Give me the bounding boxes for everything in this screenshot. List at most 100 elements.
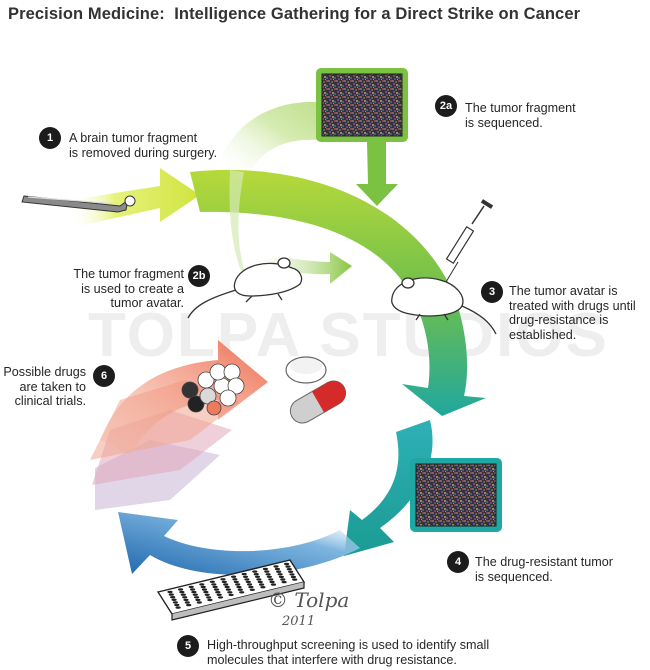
page-title: Precision Medicine: Intelligence Gatheri… [8,5,581,23]
microplate-well [227,591,233,594]
microplate-well [252,570,258,573]
step-4-line: is sequenced. [475,569,553,584]
microplate-well [265,573,271,576]
mouse-3-icon [391,277,497,335]
step-6-line: are taken to [19,379,86,394]
microplate-well [257,580,263,584]
arrow-to-2a [218,101,318,172]
microplate-well [179,590,185,594]
badge-step-2a: 2a [435,95,457,117]
step-1-line: A brain tumor fragment [69,131,198,145]
microplate-well [212,585,218,589]
microplate-well [228,593,234,597]
microplate-well [196,601,202,604]
badge-step-6: 6 [93,365,115,387]
microplate-well [281,580,287,584]
microplate-well [274,567,280,571]
microplate-well [236,585,242,589]
microplate-well [172,601,178,604]
microplate-well [167,590,173,594]
step-6-text: Possible drugs are taken to clinical tri… [0,365,86,409]
tablet-icon [285,356,327,384]
microplate-well [264,570,270,573]
badge-step-2b: 2b [188,265,210,287]
microplate-well [262,567,268,571]
forceps-icon [21,195,136,213]
microplate-well [256,578,262,581]
step-1-text: A brain tumor fragment is removed during… [69,131,217,160]
syringe-icon [445,199,494,283]
microplate-well [183,598,189,602]
microplate-well [184,601,190,604]
microplate-well [175,606,181,609]
step-3-line: treated with drugs until [509,298,636,313]
microplate-well [244,578,250,581]
microplate-well [220,578,226,581]
microplate-well [237,588,243,591]
microplate-well [178,588,184,591]
microplate-well [248,585,254,589]
microplate-well [273,565,279,568]
artist-signature: © Tolpa [268,588,350,612]
microplate-well [192,593,198,596]
microplate-well [199,583,205,586]
step-2b-line: The tumor fragment [73,267,184,281]
microplate-well [232,578,238,581]
step-3-line: drug-resistance is [509,313,609,327]
microplate-well [286,568,292,571]
step-3-line: The tumor avatar is [509,284,618,298]
microplate-well [215,591,221,594]
microplate-well [292,578,298,581]
badge-step-4: 4 [447,551,469,573]
microplate-well [194,596,200,599]
microplate-well [288,570,294,573]
microplate-well [170,596,176,599]
signature-year: 2011 [282,614,316,629]
microplate-well [270,583,277,586]
step-2b-line: tumor avatar. [110,296,185,310]
microplate-well [211,583,217,586]
microplate-well [276,570,282,573]
microplate-well [225,588,231,591]
microplate-well [207,598,213,602]
microplate-well [235,583,241,586]
microplate-well [216,593,222,596]
microplate-well [203,590,209,594]
capsule-icon [289,380,347,424]
step-3-text: The tumor avatar is treated with drugs u… [509,284,636,342]
microplate-well [242,575,249,578]
microplate-well [260,586,266,589]
microplate-well [168,593,174,596]
microplate-icon [156,559,306,621]
step-6-line: clinical trials. [14,394,86,408]
microplate-well [289,573,295,576]
arc-teal [344,420,433,556]
sequencing-box-4 [410,458,502,532]
microplate-well [285,565,291,568]
microplate-well [201,588,208,591]
microplate-well [200,585,206,589]
step-6-line: Possible drugs [3,365,86,379]
microplate-well [180,593,186,596]
step-1-line: is removed during surgery. [69,145,218,160]
microplate-well [186,603,192,607]
microplate-well [223,583,229,586]
badge-step-5: 5 [177,635,199,657]
microplate-well [209,580,215,583]
microplate-well [231,575,237,578]
step-5-line: molecules that interfere with drug resis… [207,652,457,667]
microplate-well [233,580,239,584]
sequencing-box-2a [316,68,408,142]
microplate-well [188,585,194,589]
step-5-line: High-throughput screening is used to ide… [207,638,490,652]
microplate-well [221,580,227,584]
microplate-well [247,583,253,586]
step-3-line: established. [509,327,577,342]
microplate-well [278,575,284,579]
arrow-from-2a [356,142,398,206]
microplate-well [213,588,220,591]
microplate-well [189,588,196,591]
arc-blue [118,512,360,575]
step-4-line: The drug-resistant tumor [475,555,613,569]
